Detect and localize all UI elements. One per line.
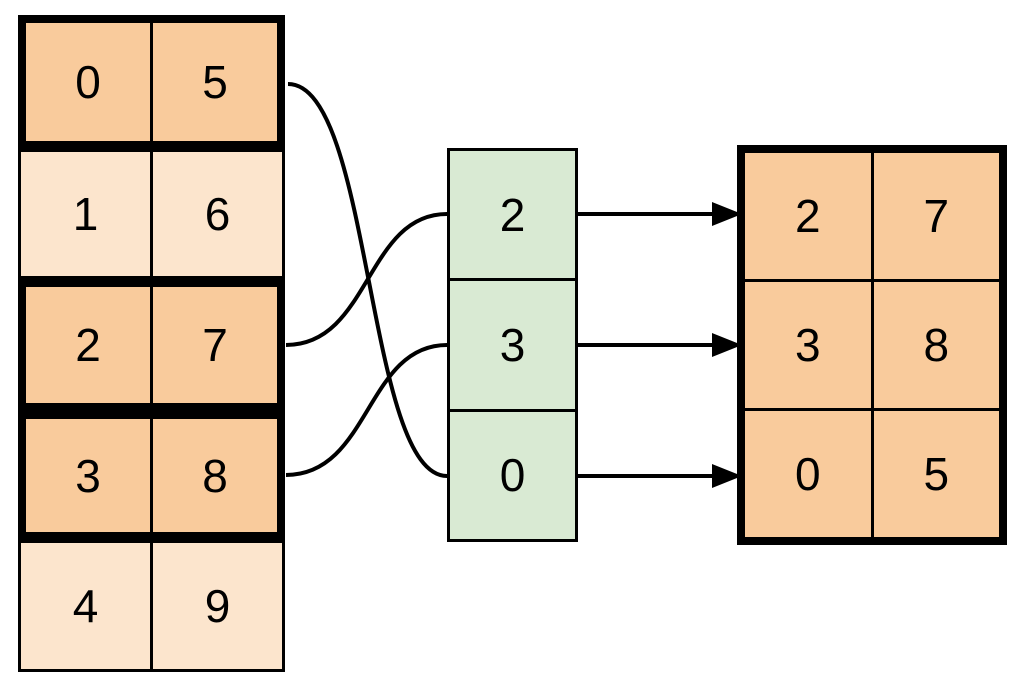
source-cell-r4c0: 4 [72,580,99,632]
source-cell-r0c0: 0 [75,56,101,108]
arrow-index1-to-result-icon [578,333,742,357]
source-row-1: 1 6 [18,149,285,279]
arrow-index0-to-result-icon [578,202,742,226]
source-cell-r1c0: 1 [72,188,99,240]
index-cell-1: 3 [450,278,575,408]
result-table: 2 7 3 8 0 5 [737,145,1007,545]
result-cell-r2c0: 0 [745,411,871,537]
source-cell-r1c1: 6 [150,152,282,276]
result-cell-r0c0: 2 [745,153,871,279]
source-row-0: 0 5 [18,15,285,149]
source-row-4: 4 9 [18,540,285,672]
source-cell-r2c0: 2 [75,319,101,371]
index-column: 2 3 0 [447,148,578,542]
curve-row0-to-index [287,82,448,478]
source-cell-r0c1: 5 [150,23,277,141]
source-row-2: 2 7 [18,279,285,411]
arrow-index2-to-result-icon [578,464,742,488]
result-cell-r1c1: 8 [873,282,999,408]
result-cell-r0c1: 7 [873,153,999,279]
index-cell-2: 0 [450,408,575,539]
result-cell-r1c0: 3 [745,282,871,408]
curve-row3-to-index [285,343,448,477]
source-cell-r2c1: 7 [150,287,277,403]
index-cell-0: 2 [499,188,526,241]
source-cell-r4c1: 9 [150,543,282,669]
source-row-3: 3 8 [18,411,285,540]
curve-row2-to-index [285,212,448,347]
source-cell-r3c0: 3 [75,449,101,502]
source-cell-r3c1: 8 [150,419,277,532]
result-cell-r2c1: 5 [873,411,999,537]
